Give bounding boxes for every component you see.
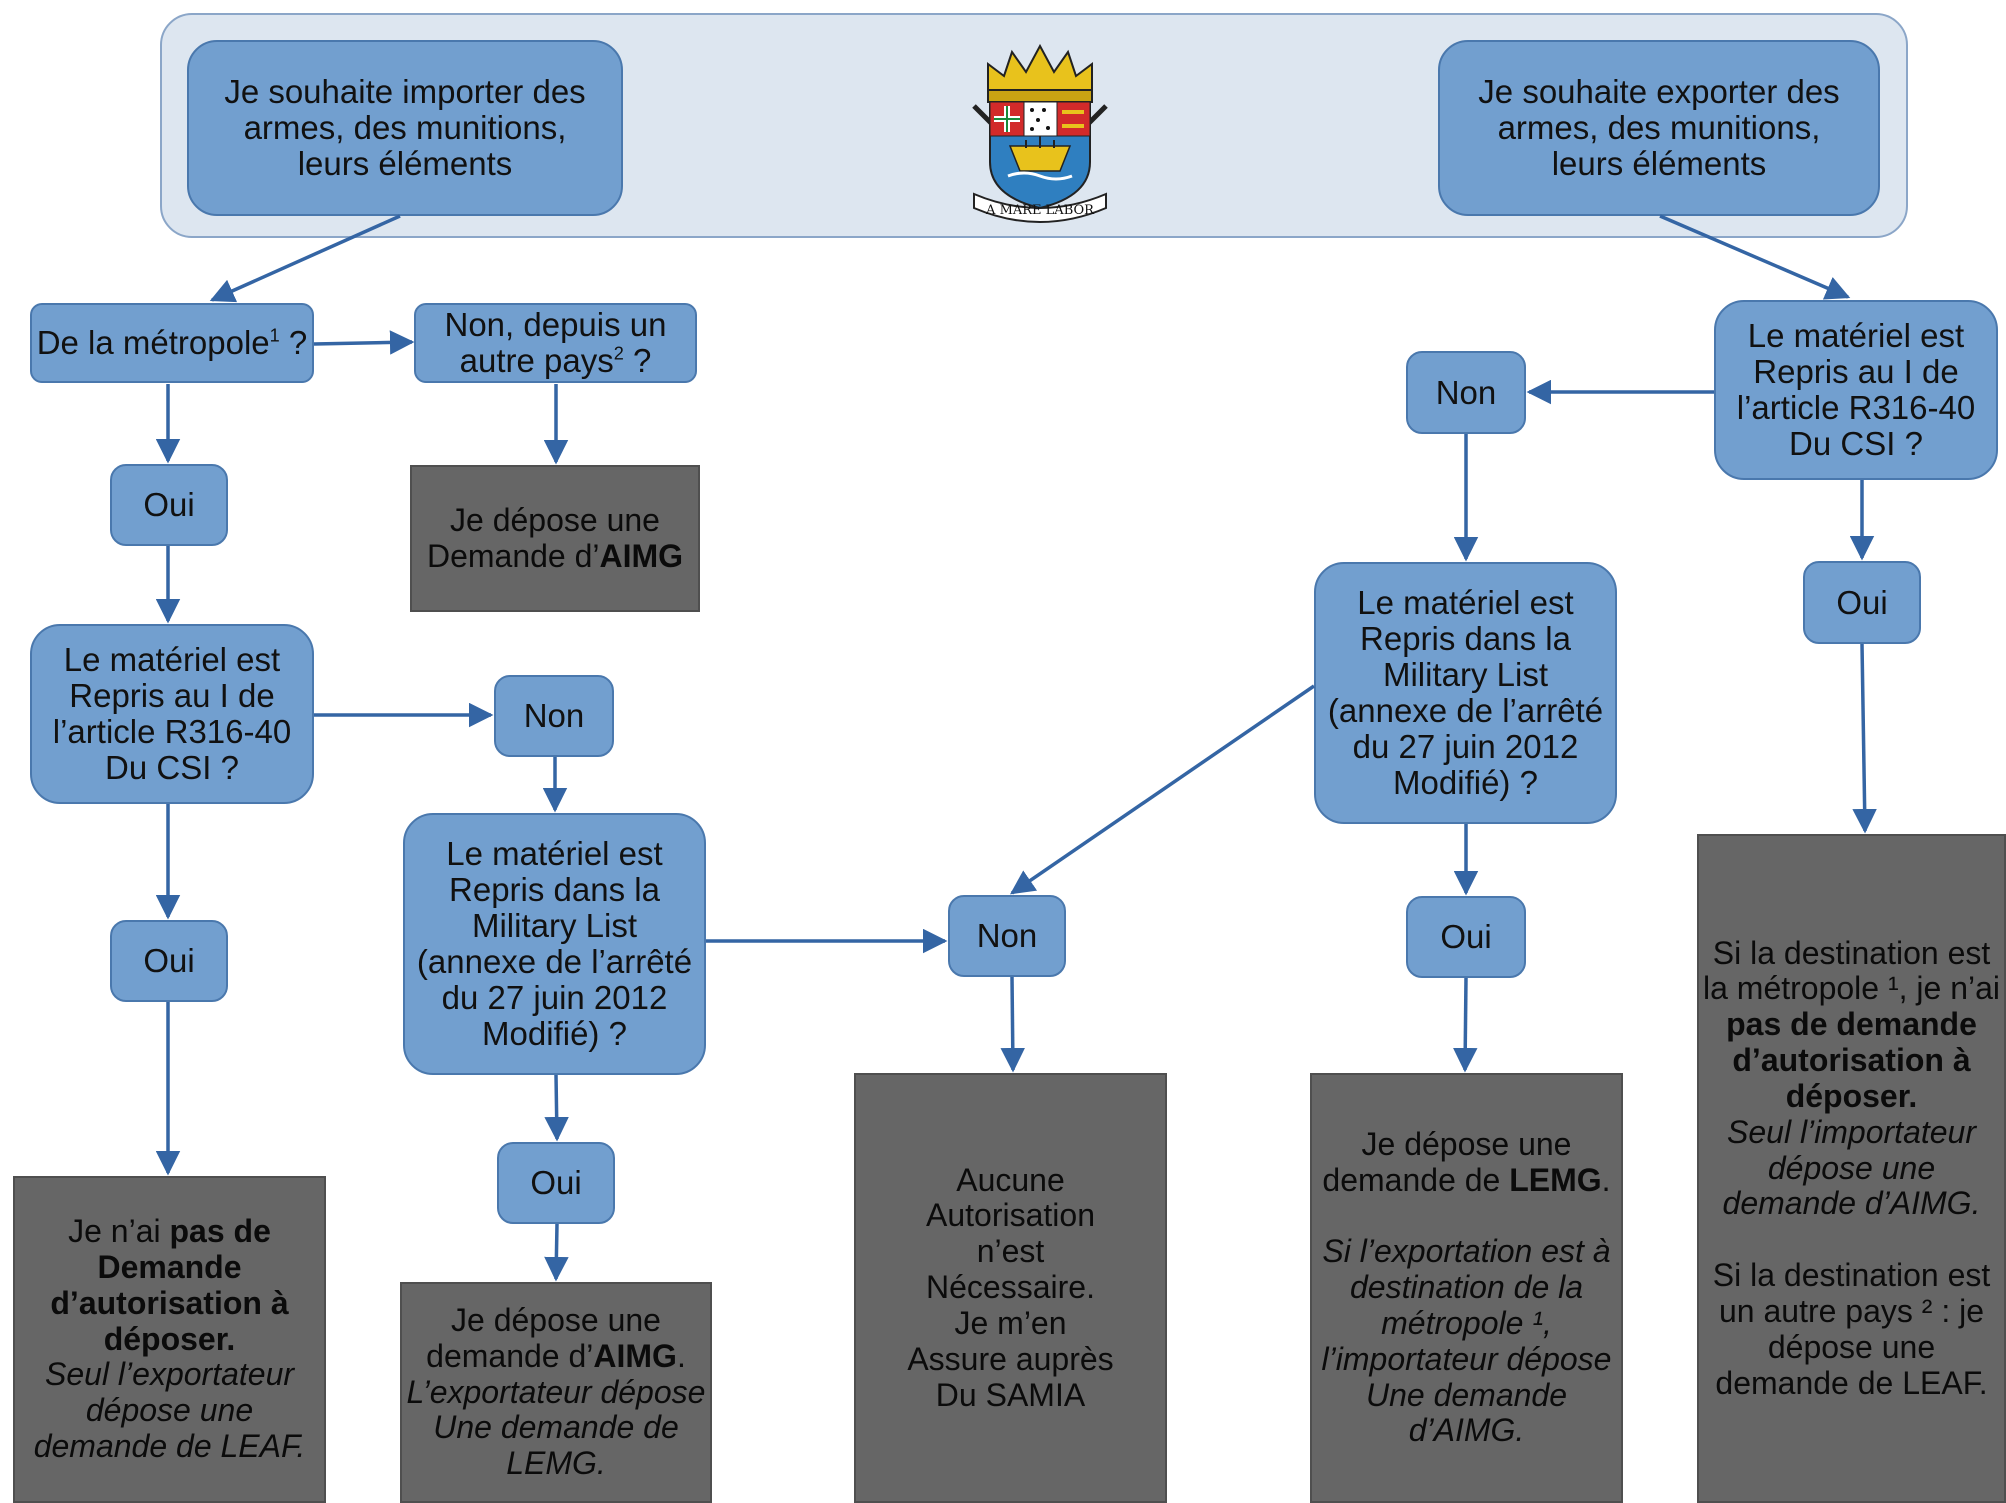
no-request-leaf-box: Je n’ai pas de Demande d’autorisation à … xyxy=(13,1176,326,1503)
arrow-export-oui-to-lemg xyxy=(1452,977,1478,1073)
arrow-import-to-metropole xyxy=(209,214,401,303)
arrow-export-to-r316 xyxy=(1659,214,1851,300)
destination-box: Si la destination est la métropole ¹, je… xyxy=(1697,834,2006,1503)
arrow-export-military-to-middle-non xyxy=(1009,684,1315,895)
middle-non-node[interactable]: Non xyxy=(948,895,1066,977)
lemg-request-box: Je dépose une demande de LEMG. Si l’expo… xyxy=(1310,1073,1623,1503)
no-authorization-box: Aucune Autorisation n’est Nécessaire. Je… xyxy=(854,1073,1167,1503)
coat-of-arms-emblem: A MARE LABOR xyxy=(972,43,1108,223)
arrow-oui-to-aimg-lemg xyxy=(544,1223,569,1282)
arrow-metropole-to-other-country xyxy=(313,330,415,355)
from-metropole-node[interactable]: De la métropole1 ? xyxy=(30,303,314,383)
import-oui-node-3[interactable]: Oui xyxy=(497,1142,615,1224)
arrow-export-oui-to-destination xyxy=(1852,643,1877,834)
import-non-node[interactable]: Non xyxy=(494,675,614,757)
emblem-motto: A MARE LABOR xyxy=(985,203,1095,218)
arrow-military-to-oui xyxy=(544,1074,569,1142)
export-oui-node-2[interactable]: Oui xyxy=(1406,896,1526,978)
import-oui-node-2[interactable]: Oui xyxy=(110,920,228,1002)
export-non-node[interactable]: Non xyxy=(1406,351,1526,434)
import-oui-node-1[interactable]: Oui xyxy=(110,464,228,546)
aimg-lemg-box: Je dépose une demande d’AIMG. L’exportat… xyxy=(400,1282,712,1503)
export-oui-node-1[interactable]: Oui xyxy=(1803,561,1921,644)
arrow-middle-non-to-no-authorization xyxy=(1000,976,1026,1073)
